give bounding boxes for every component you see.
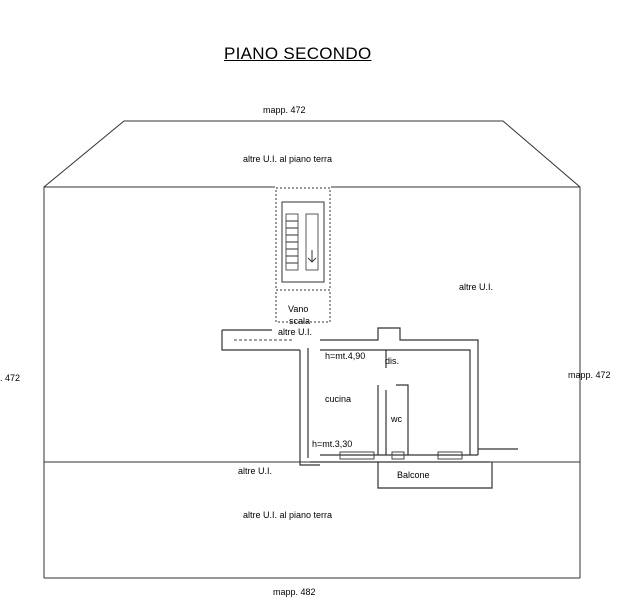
- area-label-other-units-bottom-left: altre U.I.: [238, 466, 273, 476]
- stair-block: [275, 187, 331, 323]
- room-label-scala: scala: [289, 316, 311, 326]
- room-label-dis: dis.: [385, 356, 400, 366]
- parcel-label-right: mapp. 472: [568, 370, 611, 380]
- parcel-label-left: . 472: [0, 373, 21, 383]
- area-label-ground-floor-bottom: altre U.I. al piano terra: [243, 510, 333, 520]
- parcel-label-bottom: mapp. 482: [273, 587, 316, 597]
- room-label-vano: Vano: [288, 304, 309, 314]
- area-label-other-units-right: altre U.I.: [459, 282, 494, 292]
- height-label-lower: h=mt.3,30: [312, 439, 353, 449]
- height-label-upper: h=mt.4,90: [325, 351, 366, 361]
- apartment-walls: [221, 327, 518, 489]
- page-title: PIANO SECONDO: [224, 44, 372, 63]
- room-label-wc: wc: [391, 414, 402, 424]
- room-label-balcone: Balcone: [397, 470, 430, 480]
- area-label-ground-floor-top: altre U.I. al piano terra: [243, 154, 333, 164]
- area-label-other-units-stair: altre U.I.: [278, 327, 313, 337]
- room-label-cucina: cucina: [325, 394, 352, 404]
- parcel-label-top: mapp. 472: [263, 105, 306, 115]
- windows: [234, 339, 463, 460]
